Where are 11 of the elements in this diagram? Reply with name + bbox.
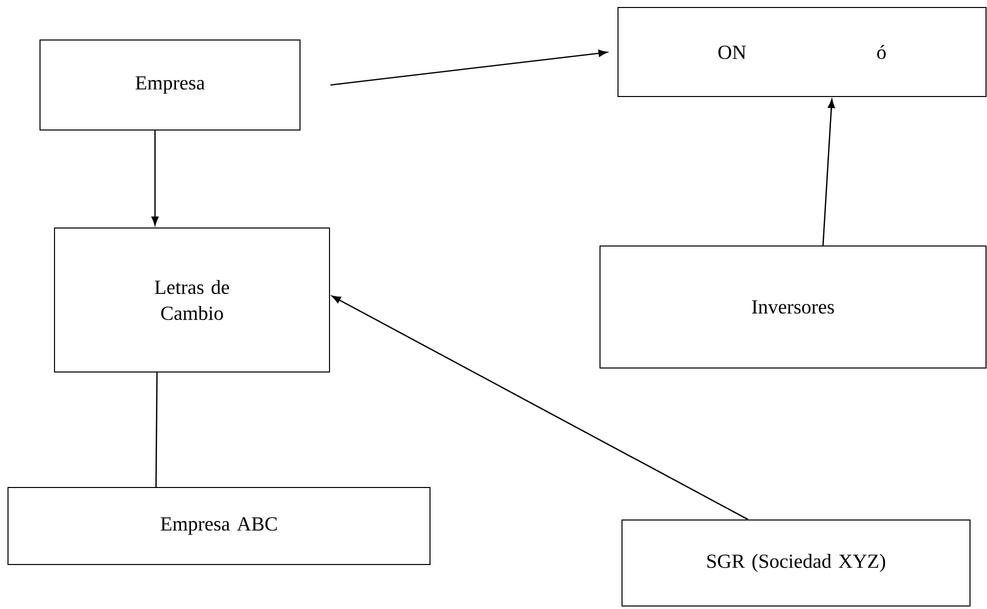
process-box: ON ó <box>618 7 986 97</box>
line <box>155 372 158 487</box>
process-box: Empresa ABC <box>8 487 430 565</box>
process-box: Letras de Cambio <box>54 228 330 372</box>
process-box: Inversores <box>600 246 986 368</box>
process-box: Empresa <box>40 40 300 130</box>
process-box: SGR (Sociedad XYZ) <box>622 520 970 606</box>
arrow <box>151 130 159 226</box>
arrow <box>822 99 835 246</box>
arrow <box>332 296 748 520</box>
arrow <box>330 50 608 86</box>
